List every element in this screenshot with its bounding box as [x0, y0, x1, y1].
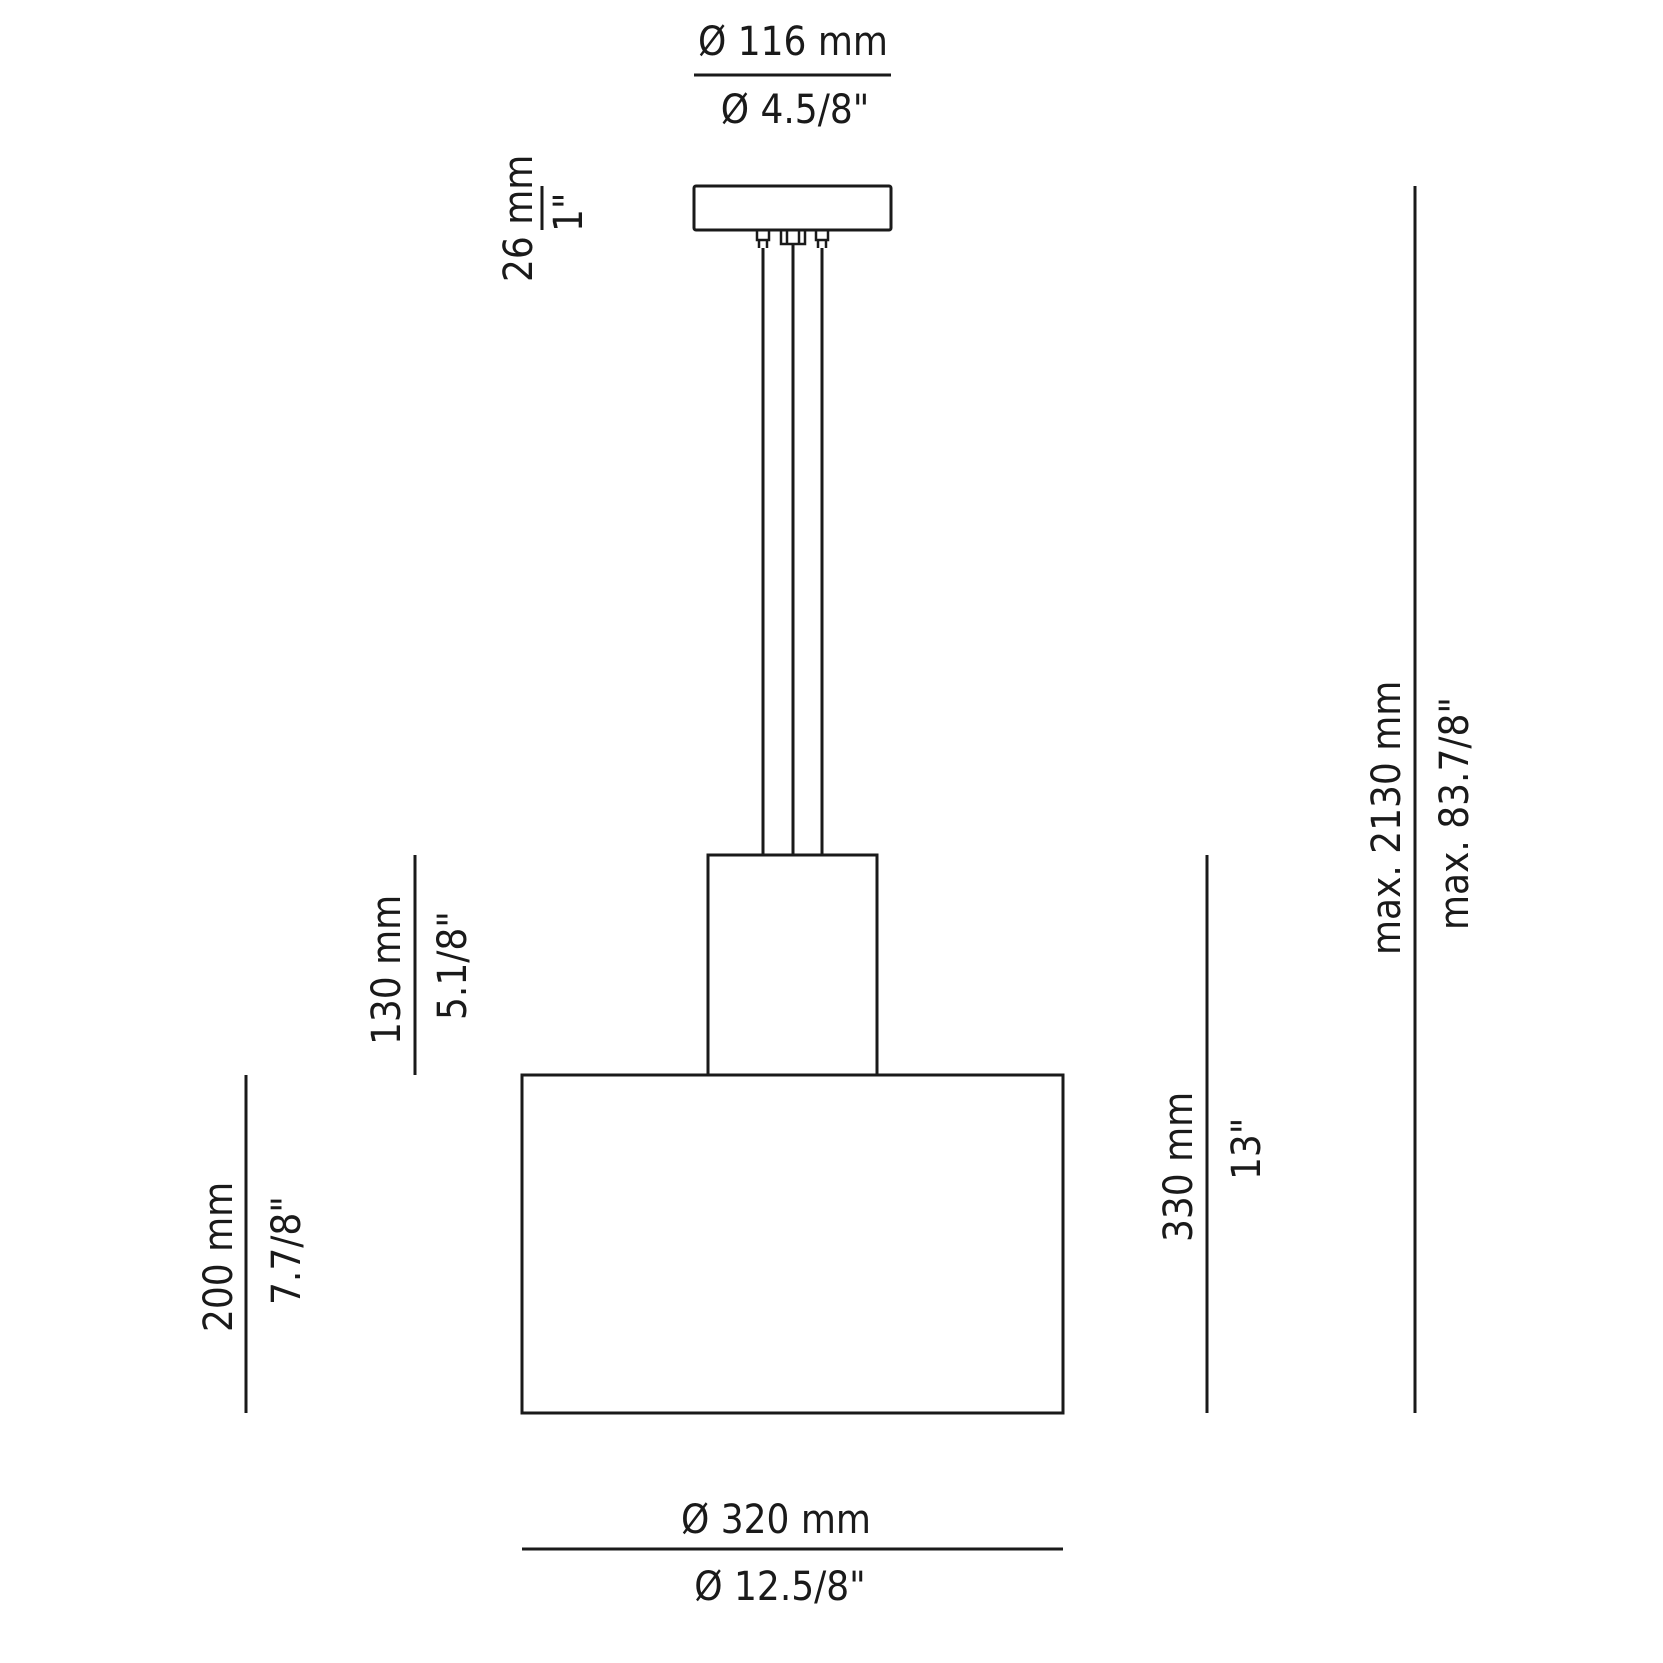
upper-body-height-dimension: 130 mm 5.1/8" [364, 855, 476, 1075]
canopy-diameter-metric: Ø 116 mm [698, 19, 888, 65]
lamp-shade [520, 1073, 1065, 1415]
shade-diameter-metric: Ø 320 mm [681, 1497, 871, 1543]
canopy-height-imperial: 1" [546, 193, 592, 232]
canopy-diameter-dimension: Ø 116 mm Ø 4.5/8" [694, 19, 891, 133]
shade-diameter-dimension: Ø 320 mm Ø 12.5/8" [522, 1497, 1063, 1610]
canopy-height-metric: 26 mm [496, 155, 542, 282]
ceiling-canopy [692, 184, 893, 232]
lamp-height-imperial: 13" [1224, 1118, 1270, 1180]
lamp-upper-body [706, 853, 879, 1077]
canopy-height-dimension: 26 mm 1" [496, 155, 592, 282]
canopy-diameter-imperial: Ø 4.5/8" [721, 87, 870, 133]
shade-height-metric: 200 mm [196, 1182, 242, 1332]
shade-diameter-imperial: Ø 12.5/8" [694, 1564, 865, 1610]
lamp-height-metric: 330 mm [1156, 1092, 1202, 1242]
shade-height-imperial: 7.7/8" [264, 1196, 310, 1305]
lamp-outline [520, 184, 1065, 1415]
upper-body-height-imperial: 5.1/8" [430, 911, 476, 1020]
lamp-height-dimension: 330 mm 13" [1156, 855, 1270, 1413]
shade-height-dimension: 200 mm 7.7/8" [196, 1075, 310, 1413]
max-height-dimension: max. 2130 mm max. 83.7/8" [1364, 186, 1478, 1413]
upper-body-height-metric: 130 mm [364, 895, 410, 1045]
max-height-imperial: max. 83.7/8" [1432, 697, 1478, 930]
max-height-metric: max. 2130 mm [1364, 681, 1410, 955]
